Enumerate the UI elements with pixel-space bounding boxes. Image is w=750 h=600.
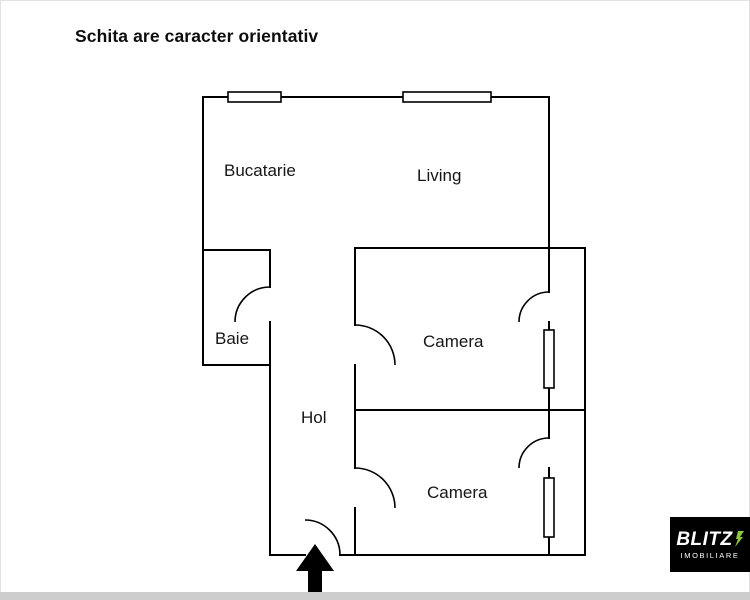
baie-door-arc <box>234 286 271 323</box>
camera2-door-arc <box>354 467 396 509</box>
room-label-baie: Baie <box>215 329 250 348</box>
window-symbol <box>543 477 555 538</box>
lightning-bolt-icon <box>734 531 744 548</box>
room-label-hol: Hol <box>301 408 327 427</box>
camera2-balcony-door-arc <box>518 437 550 469</box>
footer-strip <box>0 592 750 600</box>
entrance-door-arc <box>304 519 341 556</box>
door-arcs <box>234 286 550 556</box>
room-label-camera-2: Camera <box>427 483 488 502</box>
window-symbol <box>402 91 492 103</box>
room-label-bucatarie: Bucatarie <box>224 161 296 180</box>
page-title: Schita are caracter orientativ <box>75 26 319 46</box>
agency-logo: BLITZ IMOBILIARE <box>670 517 750 572</box>
logo-subtitle-text: IMOBILIARE <box>680 550 740 560</box>
windows <box>227 91 555 538</box>
window-symbol <box>543 329 555 389</box>
window-symbol <box>227 91 282 103</box>
camera1-balcony-door-arc <box>518 291 550 323</box>
room-label-camera-1: Camera <box>423 332 484 351</box>
entrance-arrow-icon <box>296 544 334 594</box>
logo-brand-text: BLITZ <box>676 528 733 550</box>
room-label-living: Living <box>417 166 462 185</box>
camera1-door-arc <box>354 324 396 366</box>
